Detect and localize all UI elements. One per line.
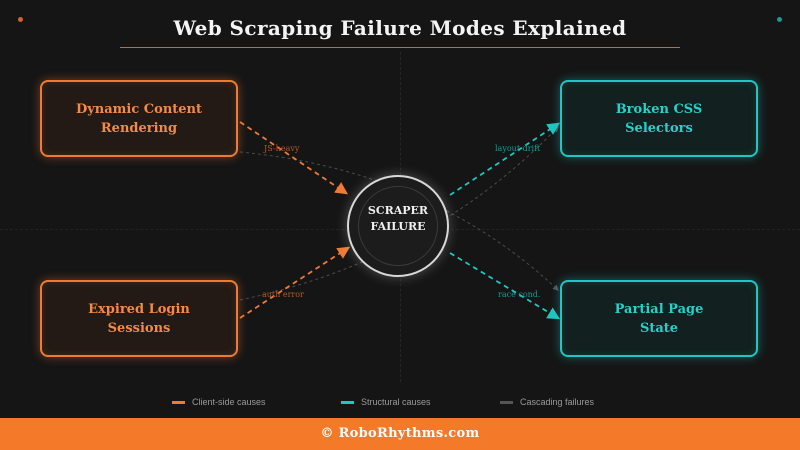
legend-client-side: Client-side causes	[172, 397, 266, 407]
legend-cascading: Cascading failures	[500, 397, 594, 407]
edge-dynamic-to-center	[239, 121, 349, 195]
edge-label-layout-drift: layout drift	[495, 144, 541, 153]
legend-swatch	[172, 400, 185, 404]
node-dynamic-content-rendering: Dynamic Content Rendering	[40, 80, 238, 157]
node-label: Broken CSS Selectors	[615, 101, 703, 136]
legend-structural: Structural causes	[341, 397, 431, 407]
center-node-inner-ring	[358, 186, 438, 266]
node-broken-css-selectors: Broken CSS Selectors	[560, 80, 758, 157]
legend-label: Cascading failures	[520, 397, 595, 407]
corner-dot-right	[777, 17, 782, 22]
footer-banner: © RoboRhythms.com	[0, 418, 800, 450]
edge-center-to-partial	[449, 252, 561, 320]
corner-dot-left	[18, 17, 23, 22]
node-partial-page-state: Partial Page State	[560, 280, 758, 357]
title-underline	[120, 47, 680, 48]
page-title: Web Scraping Failure Modes Explained	[173, 16, 627, 40]
node-label: Dynamic Content Rendering	[75, 101, 203, 136]
node-label: Expired Login Sessions	[88, 301, 190, 336]
edge-center-to-broken	[449, 122, 561, 196]
legend-swatch	[500, 400, 513, 404]
center-node-label: SCRAPER FAILURE	[367, 204, 429, 233]
legend-swatch	[341, 400, 354, 404]
node-expired-login-sessions: Expired Login Sessions	[40, 280, 238, 357]
legend-label: Client-side causes	[192, 397, 266, 407]
node-label: Partial Page State	[614, 301, 704, 336]
edge-label-js-heavy: JS-heavy	[264, 144, 300, 153]
legend-label: Structural causes	[361, 397, 431, 407]
edge-label-race-cond: race cond.	[498, 290, 541, 299]
edge-expired-to-center	[239, 246, 351, 319]
edge-label-auth-error: auth error	[262, 290, 304, 299]
